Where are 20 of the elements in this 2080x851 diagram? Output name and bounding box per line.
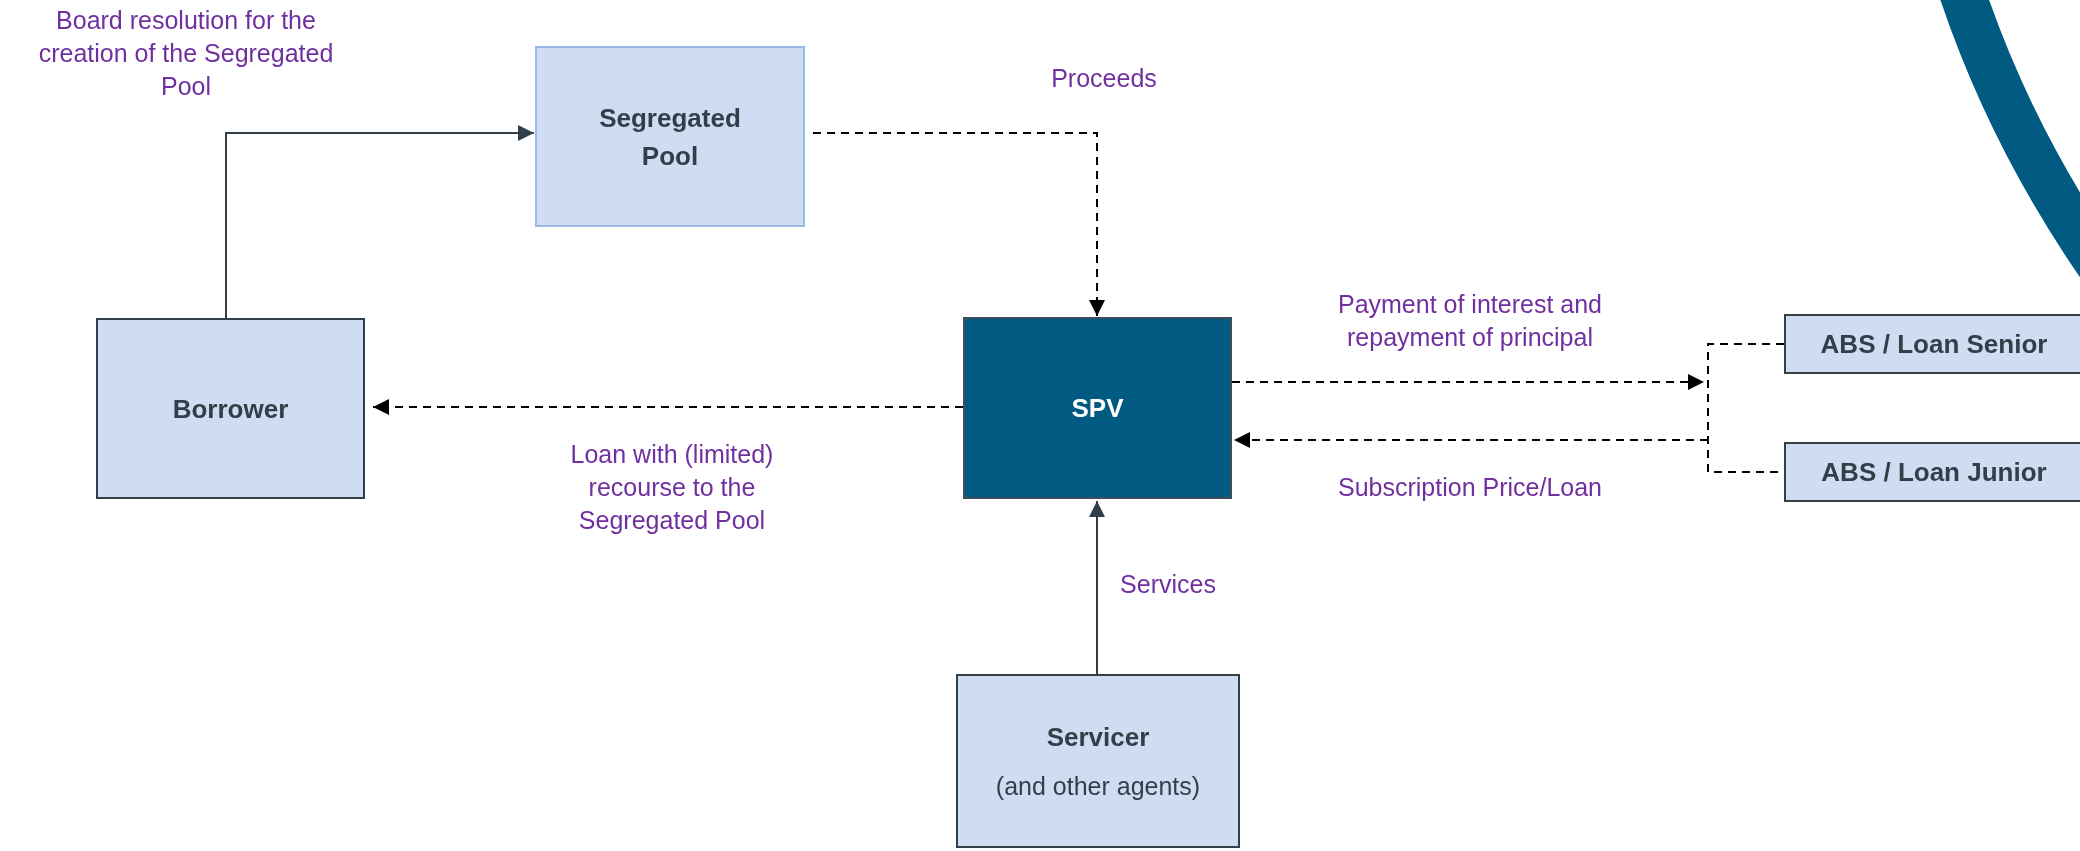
arrow bbox=[1089, 500, 1105, 675]
node-title: SPV bbox=[1070, 392, 1125, 425]
node-title: Borrower bbox=[171, 392, 290, 426]
process-box bbox=[1784, 314, 2080, 374]
node-title: ABS / Loan Senior bbox=[1819, 328, 2049, 361]
process-box bbox=[96, 318, 365, 499]
arrow bbox=[812, 132, 1105, 317]
node-subtitle: (and other agents) bbox=[995, 771, 1201, 802]
process-box bbox=[956, 674, 1240, 848]
arrow bbox=[1233, 432, 1709, 448]
process-box bbox=[535, 46, 805, 227]
connector-line bbox=[1707, 343, 1785, 473]
arrow bbox=[1231, 374, 1705, 390]
process-box bbox=[963, 317, 1232, 499]
process-box bbox=[1784, 442, 2080, 502]
arrow bbox=[225, 125, 535, 319]
arrow bbox=[372, 399, 964, 415]
node-title: Servicer bbox=[1045, 721, 1151, 754]
node-title: Segregated Pool bbox=[598, 101, 742, 173]
node-title: ABS / Loan Junior bbox=[1820, 456, 2048, 489]
